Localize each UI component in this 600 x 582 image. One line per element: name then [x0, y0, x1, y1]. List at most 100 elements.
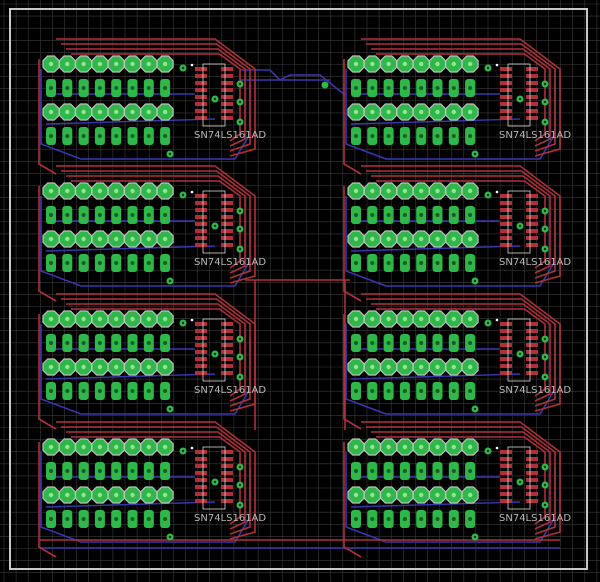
pad-hole: [81, 213, 86, 217]
pad-hole: [435, 86, 440, 90]
ic-outline: [507, 446, 531, 510]
ic-pin: [500, 81, 512, 85]
top-trace: [71, 308, 241, 397]
ic-pin: [526, 229, 538, 233]
pad-hole: [419, 213, 424, 217]
ic-pin: [221, 88, 233, 92]
ic-pin: [526, 116, 538, 120]
pin1-marker: [495, 63, 499, 67]
pad-hole: [354, 86, 358, 90]
ic-pin: [526, 201, 538, 205]
pad-drill: [65, 61, 70, 67]
ic-pin: [221, 478, 233, 482]
pad-hole: [451, 213, 456, 217]
ic-pin: [195, 236, 207, 240]
ic-pin: [221, 208, 233, 212]
pad-hole: [419, 261, 424, 265]
top-trace: [71, 180, 241, 269]
pad-hole: [163, 469, 168, 473]
ic-pin: [526, 336, 538, 340]
pad-drill: [467, 444, 473, 450]
pad-drill: [130, 492, 135, 498]
pad-drill: [419, 109, 424, 115]
ic-pin: [221, 229, 233, 233]
ic-pin: [500, 88, 512, 92]
ic-pin: [500, 109, 512, 113]
ic-pin: [221, 74, 233, 78]
pad-drill: [130, 109, 135, 115]
pad-hole: [81, 517, 86, 521]
pad-drill: [48, 316, 54, 322]
ic-chip: SN74LS161AD: [495, 190, 571, 268]
ic-pin: [221, 67, 233, 71]
pad-hole: [468, 261, 473, 265]
pin1-marker: [495, 318, 499, 322]
pad-drill: [146, 316, 151, 322]
ic-chip: SN74LS161AD: [190, 63, 266, 141]
pin1-marker: [190, 318, 194, 322]
ic-pin: [221, 499, 233, 503]
pad-drill: [419, 61, 424, 67]
pad-drill: [467, 109, 473, 115]
pad-drill: [419, 236, 424, 242]
ic-pin: [526, 102, 538, 106]
top-trace: [371, 303, 551, 402]
pad-hole: [370, 389, 375, 393]
pad-drill: [353, 364, 359, 370]
pad-drill: [467, 61, 473, 67]
ic-pin: [526, 371, 538, 375]
pad-hole: [81, 134, 86, 138]
pad-hole: [435, 469, 440, 473]
pad-hole: [97, 517, 102, 521]
pad-hole: [386, 86, 391, 90]
pad-drill: [402, 444, 408, 450]
ic-pin: [195, 243, 207, 247]
pad-hole: [386, 134, 391, 138]
ic-pin: [500, 492, 512, 496]
pad-hole: [81, 86, 86, 90]
pad-drill: [97, 188, 103, 194]
ic-pin: [221, 371, 233, 375]
pad-drill: [386, 316, 391, 322]
board-outline: [9, 8, 588, 570]
pad-drill: [48, 109, 54, 115]
pad-drill: [146, 236, 151, 242]
via-drill: [213, 224, 217, 228]
ic-pin: [221, 322, 233, 326]
bottom-trace: [240, 74, 346, 96]
pad-hole: [386, 389, 391, 393]
pad-drill: [81, 188, 86, 194]
ic-pin: [195, 350, 207, 354]
ic-pin: [221, 357, 233, 361]
pad-drill: [419, 492, 424, 498]
pad-drill: [162, 492, 168, 498]
pad-hole: [419, 469, 424, 473]
pad-drill: [451, 188, 456, 194]
pad-drill: [97, 316, 103, 322]
pad-drill: [130, 61, 135, 67]
top-trace: [343, 59, 362, 175]
pad-drill: [435, 109, 440, 115]
ic-pin: [221, 243, 233, 247]
ic-pin: [500, 471, 512, 475]
via-drill: [238, 483, 242, 487]
pad-drill: [467, 316, 473, 322]
pad-hole: [146, 213, 151, 217]
pad-hole: [468, 341, 473, 345]
bottom-trace: [350, 245, 521, 252]
via-drill: [473, 535, 477, 539]
pad-drill: [146, 109, 151, 115]
component-blocks: [42, 55, 479, 528]
via-drill: [181, 66, 185, 70]
ic-pin: [221, 116, 233, 120]
pad-hole: [354, 261, 358, 265]
via-drill: [168, 535, 172, 539]
pad-drill: [435, 61, 440, 67]
pad-hole: [354, 517, 358, 521]
ic-pin: [195, 485, 207, 489]
via-drill: [238, 465, 242, 469]
pad-hole: [402, 469, 407, 473]
pad-hole: [49, 389, 53, 393]
